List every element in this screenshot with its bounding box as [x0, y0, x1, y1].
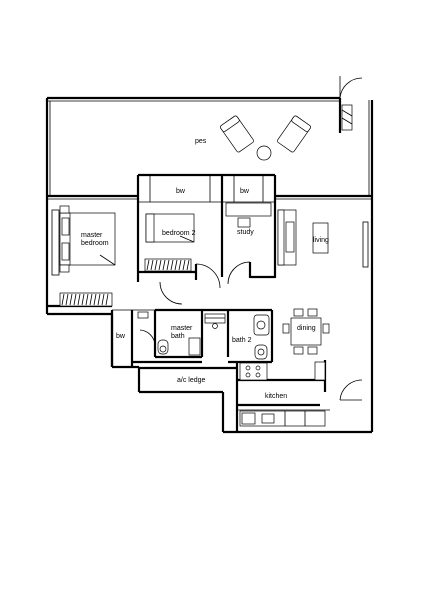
- room-label-ac-ledge: a/c ledge: [177, 377, 206, 384]
- room-label-bedroom-2: bedroom 2: [162, 230, 196, 237]
- bedroom-2-bed-icon: [145, 213, 195, 243]
- room-label-bw-1: bw: [176, 188, 186, 195]
- bath-2-fixtures-icon: [253, 314, 270, 360]
- room-label-kitchen: kitchen: [265, 393, 287, 400]
- dining-table-icon: [282, 308, 330, 355]
- master-bath-fixtures-icon: [137, 311, 201, 356]
- room-label-bw-2: bw: [240, 188, 250, 195]
- room-label-living: living: [313, 237, 329, 244]
- pes-loungers-icon: [220, 115, 311, 161]
- master-wardrobe-icon: [59, 292, 113, 307]
- room-label-bath-2: bath 2: [232, 337, 252, 344]
- interior-walls: [47, 262, 330, 432]
- master-bed-icon: [59, 205, 116, 273]
- bay-windows: [51, 173, 369, 278]
- doors: [139, 261, 363, 401]
- bedroom-2-wardrobe-icon: [144, 258, 192, 272]
- shaft-basin-icon: [204, 313, 226, 329]
- room-label-pes: pes: [195, 138, 207, 145]
- entrance-door-icon: [338, 76, 363, 133]
- kitchen-counter-icon: [239, 361, 326, 427]
- room-label-bw-3: bw: [116, 333, 126, 340]
- living-sofa-icon: [277, 209, 329, 266]
- room-label-dining: dining: [297, 325, 316, 332]
- study-desk-icon: [225, 202, 272, 228]
- room-label-study: study: [237, 229, 254, 236]
